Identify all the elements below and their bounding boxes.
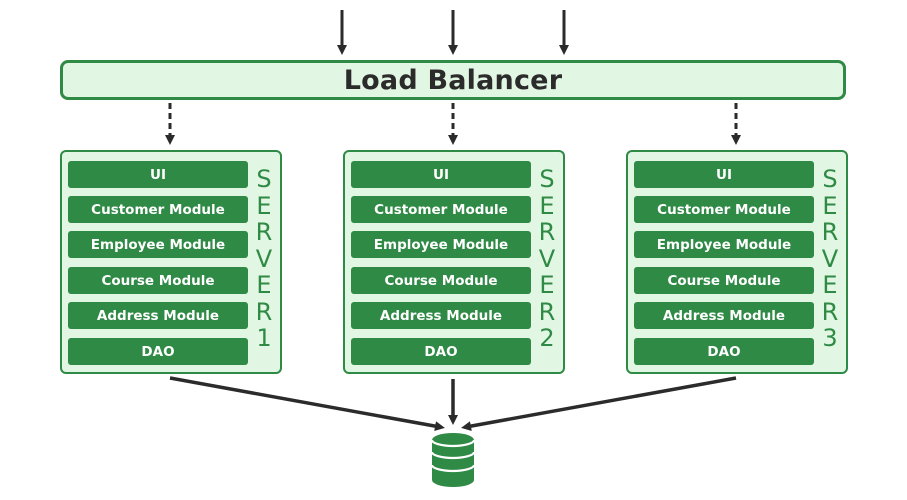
server-2: UI Customer Module Employee Module Cours… bbox=[343, 150, 565, 374]
server-label-char: V bbox=[255, 244, 273, 273]
module-dao: DAO bbox=[351, 338, 531, 365]
server-label-char: V bbox=[538, 244, 556, 273]
server-label-char: S bbox=[256, 165, 272, 193]
load-balancer-label: Load Balancer bbox=[343, 64, 563, 96]
module-course: Course Module bbox=[634, 267, 814, 294]
module-address: Address Module bbox=[634, 302, 814, 329]
server-label-char: E bbox=[256, 271, 272, 299]
database-icon bbox=[430, 433, 476, 487]
server-label-char: 2 bbox=[539, 324, 555, 352]
module-customer: Customer Module bbox=[68, 196, 248, 223]
server-label-char: R bbox=[821, 218, 839, 246]
server-label-char: R bbox=[821, 297, 839, 326]
module-dao: DAO bbox=[68, 338, 248, 365]
server-label-char: E bbox=[822, 191, 838, 220]
db-arrow-server-3 bbox=[461, 376, 737, 432]
server-label-char: V bbox=[821, 244, 839, 273]
server-3: UI Customer Module Employee Module Cours… bbox=[626, 150, 848, 374]
db-arrow-server-1 bbox=[169, 376, 445, 432]
server-label-char: R bbox=[538, 218, 556, 246]
server-label-char: E bbox=[822, 271, 838, 299]
module-customer: Customer Module bbox=[634, 196, 814, 223]
module-dao: DAO bbox=[634, 338, 814, 365]
server-label-char: 1 bbox=[256, 324, 272, 352]
dispatch-arrows bbox=[165, 103, 741, 145]
module-employee: Employee Module bbox=[351, 231, 531, 258]
load-balancer: Load Balancer bbox=[60, 60, 846, 100]
module-customer: Customer Module bbox=[351, 196, 531, 223]
module-course: Course Module bbox=[351, 267, 531, 294]
incoming-arrows bbox=[337, 10, 569, 55]
module-ui: UI bbox=[351, 161, 531, 188]
module-employee: Employee Module bbox=[68, 231, 248, 258]
server-label-char: R bbox=[255, 218, 273, 246]
module-ui: UI bbox=[68, 161, 248, 188]
db-arrows bbox=[169, 376, 737, 432]
server-label-char: R bbox=[255, 297, 273, 326]
module-ui: UI bbox=[634, 161, 814, 188]
server-label-char: E bbox=[256, 191, 272, 220]
server-1: UI Customer Module Employee Module Cours… bbox=[60, 150, 282, 374]
server-label-char: S bbox=[539, 165, 555, 193]
server-label-char: R bbox=[538, 297, 556, 326]
server-label-char: 3 bbox=[822, 324, 838, 352]
module-employee: Employee Module bbox=[634, 231, 814, 258]
module-address: Address Module bbox=[68, 302, 248, 329]
server-label-char: E bbox=[539, 191, 555, 220]
module-address: Address Module bbox=[351, 302, 531, 329]
module-course: Course Module bbox=[68, 267, 248, 294]
server-label-char: E bbox=[539, 271, 555, 299]
server-label-char: S bbox=[822, 165, 838, 193]
